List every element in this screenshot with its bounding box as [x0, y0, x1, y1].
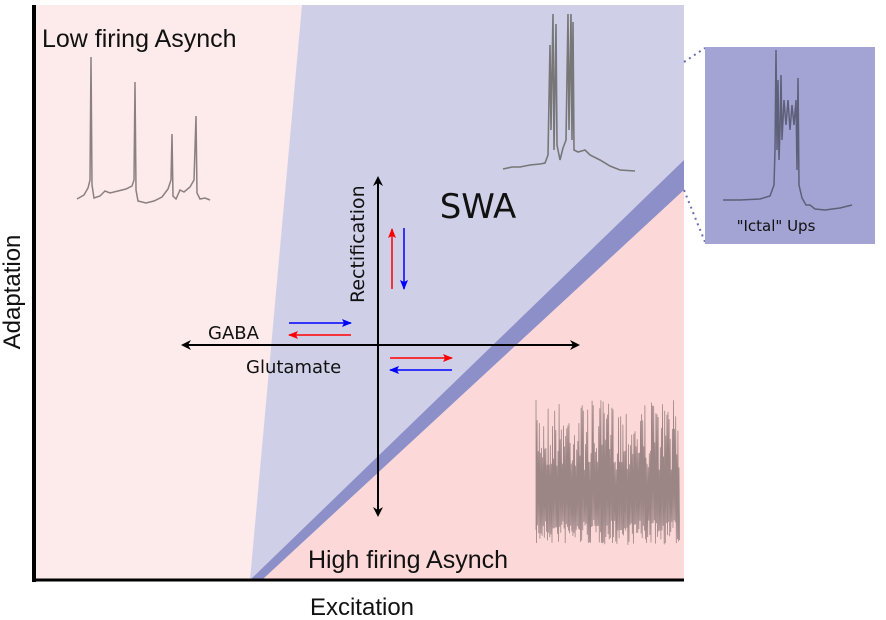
- swa-label: SWA: [440, 187, 517, 227]
- low-firing-trace: [76, 56, 211, 204]
- x-axis-label: Excitation: [310, 594, 414, 620]
- high-firing-trace: [535, 399, 680, 545]
- glutamate-label: Glutamate: [246, 357, 341, 378]
- rectification-label: Rectification: [347, 185, 369, 303]
- ictal-label: "Ictal" Ups: [737, 217, 816, 235]
- boundary-band: [250, 160, 684, 580]
- low-firing-label: Low firing Asynch: [42, 25, 237, 53]
- high-firing-trace-path: [535, 399, 680, 545]
- inset-connector-bottom: [683, 189, 706, 243]
- gaba-label: GABA: [208, 323, 260, 344]
- swa-region: [250, 5, 684, 580]
- y-axis-label: Adaptation: [0, 235, 26, 350]
- inset-connector-top: [683, 47, 706, 63]
- swa-trace: [502, 13, 636, 172]
- ictal-inset: [705, 47, 875, 244]
- ictal-trace: [723, 49, 853, 211]
- high-firing-label: High firing Asynch: [308, 546, 508, 574]
